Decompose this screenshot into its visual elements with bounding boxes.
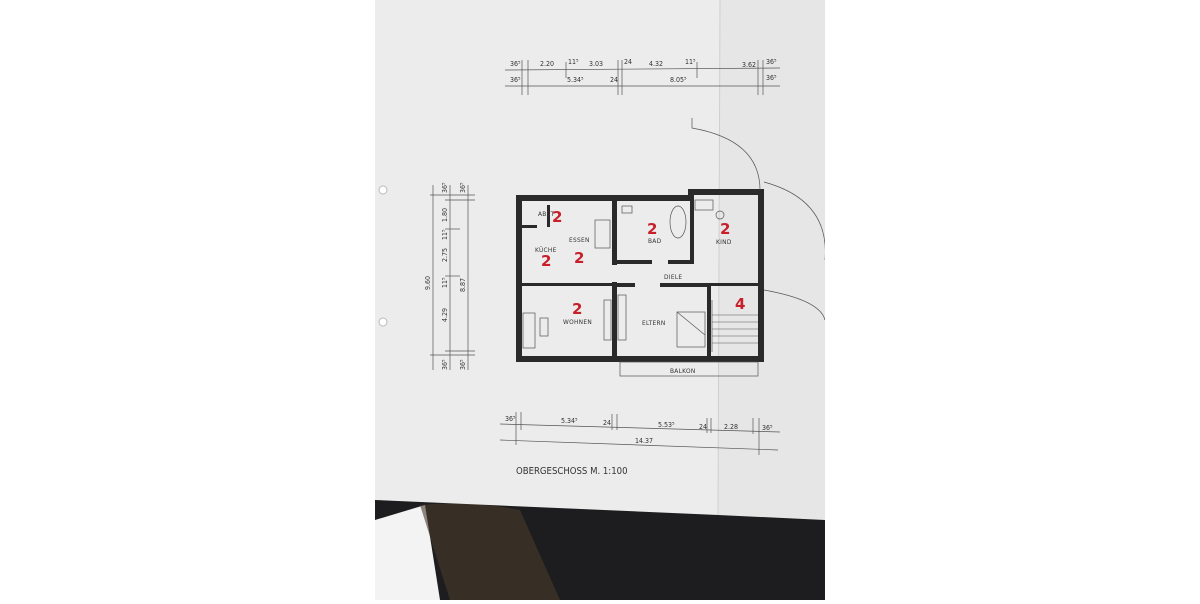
dim-label: 1.80 (441, 208, 449, 222)
dim-label: 5.34⁵ (567, 76, 584, 84)
punch-hole (378, 317, 388, 327)
annotation-abst: 2 (552, 208, 562, 226)
room-label-essen: ESSEN (569, 236, 590, 244)
punch-hole (378, 185, 388, 195)
dim-label: 11⁵ (568, 58, 579, 66)
table-edge (420, 503, 560, 600)
dim-label: 24 (610, 76, 618, 84)
dim-label: 36⁵ (505, 415, 516, 423)
annotation-kind: 2 (720, 220, 730, 238)
document-corner (375, 505, 440, 600)
floor-plan-photo: 36⁵ 2.20 11⁵ 3.03 24 4.32 11⁵ 3.62 36⁵ 3… (375, 0, 826, 600)
dim-label: 8.87 (459, 278, 467, 292)
annotation-essen: 2 (574, 249, 584, 267)
dim-label: 5.53⁵ (658, 421, 675, 429)
room-label-wohnen: WOHNEN (563, 318, 592, 326)
dim-label: 36⁵ (441, 182, 449, 193)
dim-label: 2.75 (441, 248, 449, 262)
room-label-abst: ABST (538, 210, 555, 218)
paper-sheet (375, 0, 720, 515)
dim-label: 36⁵ (459, 359, 467, 370)
floor-plan: 36⁵ 2.20 11⁵ 3.03 24 4.32 11⁵ 3.62 36⁵ 3… (375, 0, 826, 600)
dim-label: 36⁵ (510, 76, 521, 84)
room-label-diele: DIELE (664, 273, 682, 281)
dim-label: 5.34⁵ (561, 417, 578, 425)
dim-label: 24 (603, 419, 611, 427)
room-label-eltern: ELTERN (642, 319, 666, 327)
room-label-kind: KIND (716, 238, 732, 246)
dim-label: 4.29 (441, 308, 449, 322)
dim-label: 2.20 (540, 60, 554, 68)
room-labels: ABST ESSEN KÜCHE BAD KIND DIELE WOHNEN E… (535, 210, 732, 375)
dim-label: 11⁵ (685, 58, 696, 66)
room-label-balkon: BALKON (670, 367, 696, 375)
floor-plan-walls (516, 189, 764, 362)
handwritten-annotations: 2 2 2 2 2 2 4 (541, 208, 745, 318)
dim-label: 36⁵ (766, 58, 777, 66)
dim-label: 36⁵ (766, 74, 777, 82)
dim-label: 36⁵ (459, 182, 467, 193)
plan-title: OBERGESCHOSS M. 1:100 (516, 466, 628, 477)
dim-label: 3.62 (742, 61, 756, 69)
dim-label: 11⁵ (441, 229, 449, 240)
paper-fold (718, 0, 825, 520)
dim-label: 9.60 (424, 276, 432, 290)
left-dimensions: 36⁵ 1.80 11⁵ 2.75 11⁵ 4.29 36⁵ 36⁵ 8.87 … (424, 182, 475, 370)
dim-label: 8.05⁵ (670, 76, 687, 84)
dim-label: 36⁵ (510, 60, 521, 68)
room-label-kueche: KÜCHE (535, 245, 557, 254)
annotation-bad: 2 (647, 220, 657, 238)
room-label-bad: BAD (648, 237, 662, 245)
dim-label: 36⁵ (441, 359, 449, 370)
bottom-dimensions: 36⁵ 5.34⁵ 24 5.53⁵ 24 2.28 36⁵ 14.37 (499, 412, 781, 455)
annotation-stair: 4 (735, 295, 745, 313)
top-dimensions: 36⁵ 2.20 11⁵ 3.03 24 4.32 11⁵ 3.62 36⁵ 3… (504, 58, 781, 95)
dim-label: 14.37 (635, 437, 653, 445)
dim-label: 2.28 (724, 423, 738, 431)
dim-label: 4.32 (649, 60, 663, 68)
annotation-kueche: 2 (541, 252, 551, 270)
annotation-wohnen: 2 (572, 300, 582, 318)
dim-label: 11⁵ (441, 277, 449, 288)
dim-label: 3.03 (589, 60, 603, 68)
dim-label: 24 (699, 423, 707, 431)
dim-label: 36⁵ (762, 424, 773, 432)
dim-label: 24 (624, 58, 632, 66)
